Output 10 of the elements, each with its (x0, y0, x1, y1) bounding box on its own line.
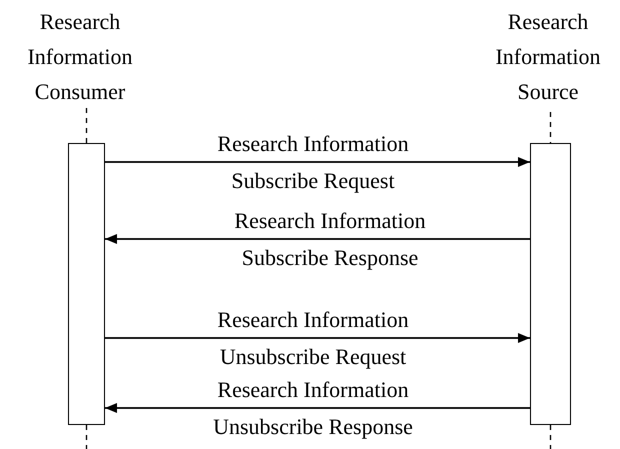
message-label: Research Information Unsubscribe Response (212, 376, 414, 441)
message-label: Research Information Unsubscribe Request (216, 306, 410, 371)
message-label: Research Information Subscribe Request (216, 130, 410, 195)
message-arrow (105, 333, 530, 343)
message-label: Research Information Subscribe Response (233, 207, 427, 272)
message-arrow (105, 157, 530, 167)
lifeline-heading: Research Information Consumer (26, 8, 134, 106)
message-arrow (105, 234, 530, 244)
message-arrow (105, 403, 530, 413)
lifeline-heading: Research Information Source (494, 8, 602, 106)
